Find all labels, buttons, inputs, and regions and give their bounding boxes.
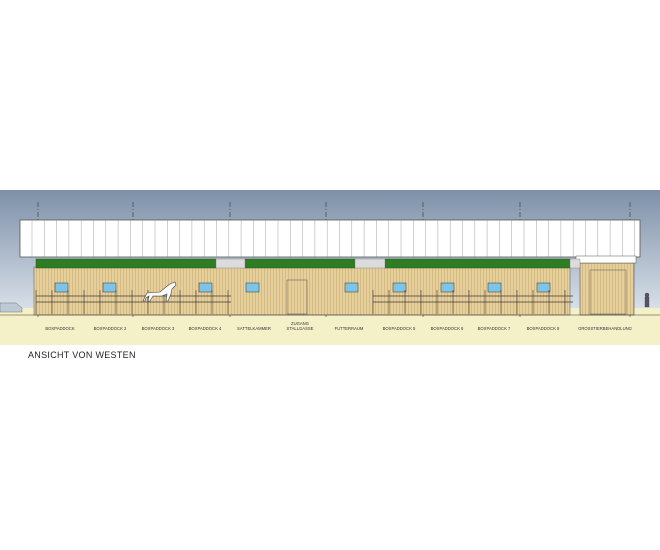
zone-label-box3: BOXPADDOCK 3	[142, 326, 175, 331]
zone-label-zugang-line2: STALLGASSE	[287, 326, 314, 331]
fascia-band	[384, 258, 571, 269]
fascia-band	[35, 258, 217, 269]
windows	[54, 279, 551, 315]
fascia-gap	[215, 258, 246, 269]
fascia-gap	[354, 258, 386, 269]
roof	[19, 219, 641, 258]
zone-label-box8: BOXPADDOCK 8	[527, 326, 560, 331]
zone-label-futter: FUTTERRAUM	[335, 326, 364, 331]
stall-window	[440, 282, 455, 293]
green-fascia	[35, 258, 581, 269]
treatment-barn	[579, 262, 635, 316]
treatment-barn-door	[589, 269, 627, 315]
stall-window	[536, 282, 551, 293]
zone-labels: BOXPADDOCK BOXPADDOCK 2 BOXPADDOCK 3 BOXPAD…	[45, 321, 632, 331]
stall-window	[392, 282, 407, 293]
horse-figure	[142, 281, 177, 302]
zone-label-box7: BOXPADDOCK 7	[478, 326, 511, 331]
fascia-band	[244, 258, 356, 269]
west-elevation-drawing: BOXPADDOCK BOXPADDOCK 2 BOXPADDOCK 3 BOXPAD…	[0, 190, 660, 345]
stall-window	[198, 282, 213, 293]
zone-label-sattel: SATTELKAMMER	[237, 326, 271, 331]
zone-label-gross: GROSSTIERBEHANDLUNG	[578, 326, 632, 331]
stall-window	[344, 282, 359, 293]
stall-window	[487, 282, 502, 293]
zone-label-box1: BOXPADDOCK	[45, 326, 74, 331]
stall-window	[102, 282, 117, 293]
drawing-caption: ANSICHT VON WESTEN	[28, 350, 136, 360]
zone-label-box2: BOXPADDOCK 2	[94, 326, 127, 331]
zone-label-box6: BOXPADDOCK 6	[431, 326, 464, 331]
stall-window	[245, 282, 260, 293]
access-door	[286, 279, 308, 315]
wall	[33, 266, 571, 316]
stall-window	[54, 282, 69, 293]
person-figure	[644, 292, 650, 308]
zone-label-zugang-line1: ZUGANG	[291, 321, 309, 326]
fascia-gap	[569, 258, 581, 269]
zone-label-box4: BOXPADDOCK 4	[189, 326, 222, 331]
vehicle-figure	[0, 302, 23, 313]
barn-roof-edge	[575, 255, 637, 264]
zone-label-box5: BOXPADDOCK 5	[383, 326, 416, 331]
